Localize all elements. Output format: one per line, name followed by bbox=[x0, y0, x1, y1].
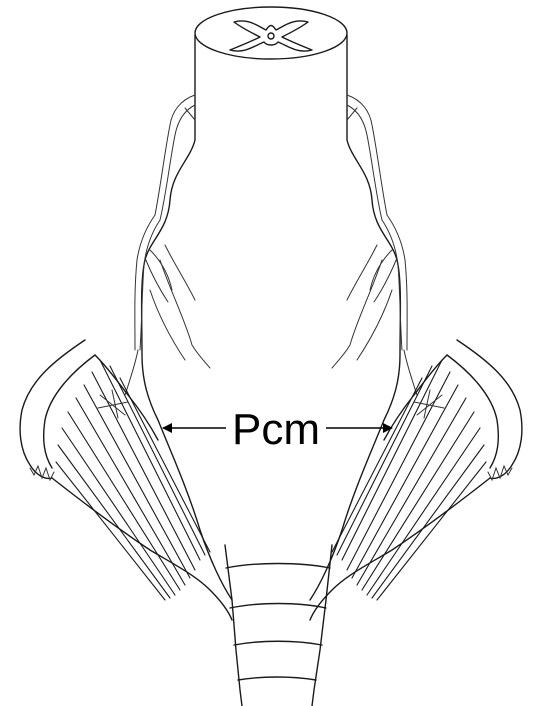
left-nerve-7 bbox=[165, 245, 195, 300]
left-muscle-outline-bottom bbox=[52, 478, 232, 620]
gray-matter bbox=[230, 21, 312, 51]
right-nerve-6 bbox=[374, 258, 397, 302]
right-muscle-outline-bottom bbox=[310, 478, 490, 620]
left-nerve-2 bbox=[160, 105, 195, 220]
right-nerve-7 bbox=[347, 245, 377, 300]
left-flap-inner bbox=[44, 355, 95, 468]
coccyx-right-edge bbox=[312, 545, 332, 706]
right-flap-inner bbox=[447, 355, 498, 468]
right-nerve-branch bbox=[347, 108, 357, 120]
left-nerve-roots bbox=[125, 95, 210, 395]
coccyx-segment-3 bbox=[234, 641, 322, 645]
right-nerve-roots bbox=[332, 95, 417, 395]
pcm-measurement: Pcm bbox=[163, 405, 392, 454]
left-muscle-fibers bbox=[56, 360, 210, 600]
left-nerve-6 bbox=[145, 258, 168, 302]
left-nerve-4 bbox=[140, 220, 160, 350]
coccyx-segment-1 bbox=[226, 564, 330, 569]
left-flap-outer bbox=[20, 340, 85, 478]
left-nerve-10 bbox=[125, 350, 138, 395]
right-muscle-fibers bbox=[332, 360, 486, 600]
left-nerve-branch bbox=[185, 108, 195, 120]
spinal-cord-top bbox=[195, 7, 347, 59]
coccyx-segment-4 bbox=[238, 677, 316, 680]
right-nerve-2 bbox=[347, 105, 382, 220]
central-canal bbox=[268, 33, 274, 39]
coccyx-segment-2 bbox=[230, 604, 326, 609]
coccyx bbox=[225, 545, 332, 706]
right-nerve-4 bbox=[382, 220, 402, 350]
right-pcm-muscle bbox=[310, 340, 522, 620]
left-pcm-muscle bbox=[20, 340, 232, 620]
coccyx-left-edge bbox=[225, 545, 242, 706]
pcm-label: Pcm bbox=[232, 405, 320, 454]
right-nerve-10 bbox=[404, 350, 417, 395]
right-flap-outer bbox=[457, 340, 522, 478]
